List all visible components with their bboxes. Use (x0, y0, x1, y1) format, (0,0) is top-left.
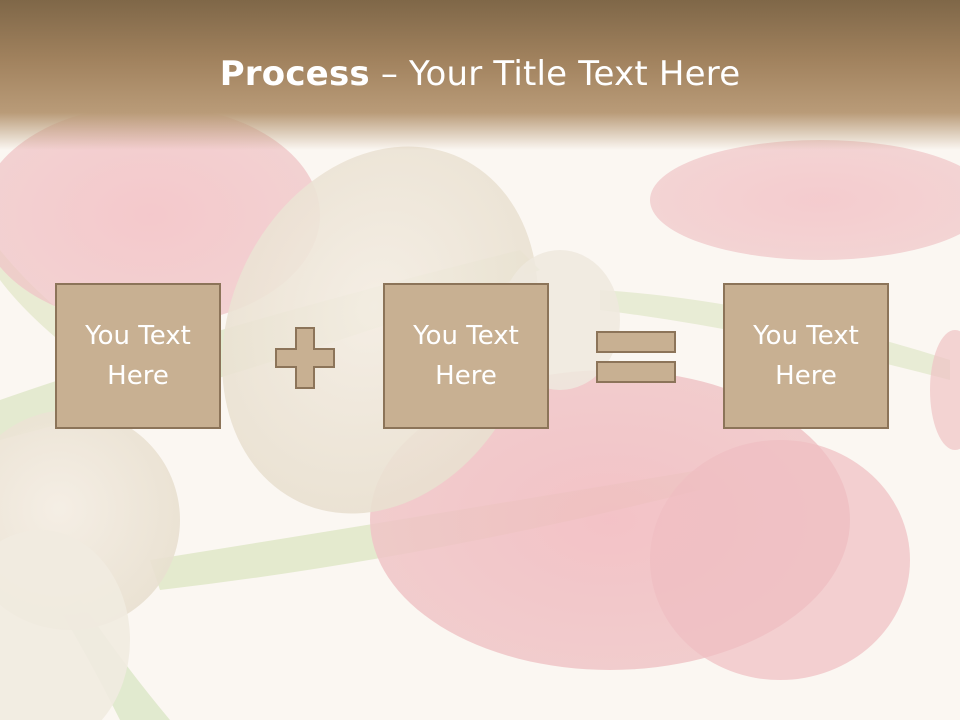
plus-icon (275, 327, 335, 389)
title-rest: – Your Title Text Here (369, 54, 741, 94)
equals-icon (596, 331, 676, 383)
text-box-3-line2: Here (775, 361, 837, 391)
text-box-1-line1: You Text (85, 321, 191, 351)
title-bar: Process – Your Title Text Here (0, 0, 960, 150)
text-box-1-line2: Here (107, 361, 169, 391)
text-box-3-line1: You Text (753, 321, 859, 351)
title-bold: Process (219, 54, 370, 94)
text-box-2-line1: You Text (413, 321, 519, 351)
text-box-2-line2: Here (435, 361, 497, 391)
slide-title: Process – Your Title Text Here (0, 52, 960, 96)
